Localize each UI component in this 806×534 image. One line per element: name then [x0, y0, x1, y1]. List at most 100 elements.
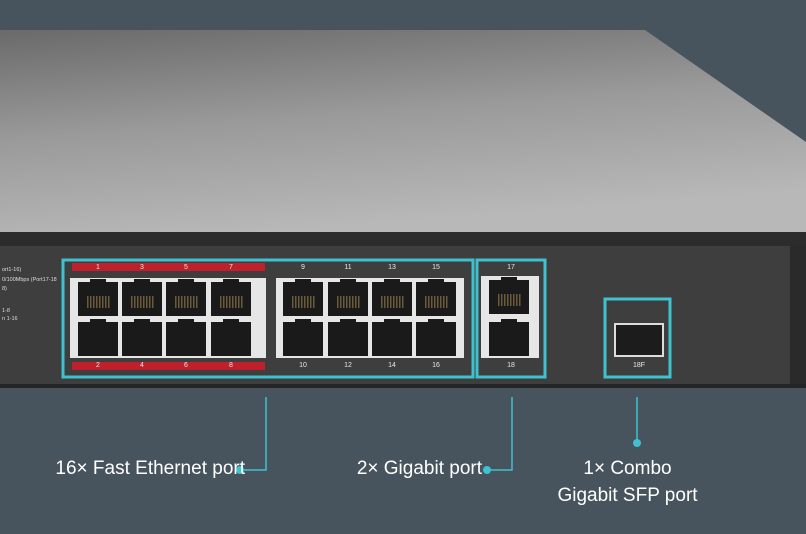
rj45-contact: [301, 296, 303, 308]
rj45-port: [489, 280, 529, 314]
rj45-contact: [343, 296, 345, 308]
rj45-contact: [340, 296, 342, 308]
rj45-port: [122, 322, 162, 356]
rj45-contact: [519, 294, 521, 306]
rj45-port: [211, 322, 251, 356]
rj45-contact: [146, 296, 148, 308]
rj45-port-tab: [134, 279, 150, 283]
port-number: 16: [432, 362, 440, 369]
rj45-port-tab: [428, 319, 444, 323]
rj45-contact: [149, 296, 151, 308]
rj45-contact: [175, 296, 177, 308]
callout-dot: [483, 466, 491, 474]
rj45-contact: [241, 296, 243, 308]
rj45-port-tab: [223, 319, 239, 323]
rj45-contact: [134, 296, 136, 308]
rj45-contact: [235, 296, 237, 308]
rj45-port: [372, 322, 412, 356]
port-number: 3: [140, 264, 144, 271]
rj45-contact: [102, 296, 104, 308]
callout-line-fast-ethernet: [240, 397, 267, 471]
side-text: n 1-16: [2, 316, 18, 322]
rj45-contact: [131, 296, 133, 308]
rj45-port: [166, 282, 206, 316]
rj45-port: [328, 282, 368, 316]
rj45-contact: [437, 296, 439, 308]
port-number: 10: [299, 362, 307, 369]
rj45-contact: [295, 296, 297, 308]
callout-fast-ethernet: 16× Fast Ethernet port: [55, 458, 245, 479]
rj45-contact: [431, 296, 433, 308]
side-text: ort1-16): [2, 267, 22, 273]
switch-top-surface: [0, 30, 806, 234]
port-number: 14: [388, 362, 396, 369]
rj45-contact: [105, 296, 107, 308]
rj45-contact: [143, 296, 145, 308]
side-text: 0/100Mbps (Port17-18: [2, 277, 57, 283]
rj45-contact: [387, 296, 389, 308]
rj45-contact: [178, 296, 180, 308]
rj45-port-tab: [178, 319, 194, 323]
rj45-port: [78, 322, 118, 356]
rj45-contact: [428, 296, 430, 308]
rj45-contact: [307, 296, 309, 308]
rj45-port-tab: [295, 279, 311, 283]
port-number: 5: [184, 264, 188, 271]
callout-line-gigabit: [487, 397, 513, 471]
port-number: 15: [432, 264, 440, 271]
rj45-contact: [187, 296, 189, 308]
rj45-contact: [108, 296, 110, 308]
rj45-port: [78, 282, 118, 316]
rj45-contact: [96, 296, 98, 308]
rj45-contact: [184, 296, 186, 308]
rj45-port-tab: [90, 319, 106, 323]
rj45-contact: [140, 296, 142, 308]
rj45-contact: [292, 296, 294, 308]
rj45-contact: [298, 296, 300, 308]
callout-gigabit: 2× Gigabit port: [356, 458, 482, 479]
side-text: 1-8: [2, 308, 10, 314]
rj45-contact: [399, 296, 401, 308]
rj45-contact: [193, 296, 195, 308]
rj45-contact: [137, 296, 139, 308]
rj45-contact: [440, 296, 442, 308]
rj45-contact: [393, 296, 395, 308]
rj45-contact: [226, 296, 228, 308]
rj45-contact: [510, 294, 512, 306]
rj45-contact: [310, 296, 312, 308]
rj45-contact: [498, 294, 500, 306]
rj45-contact: [87, 296, 89, 308]
rj45-contact: [516, 294, 518, 306]
port-number: 7: [229, 264, 233, 271]
rj45-port-tab: [90, 279, 106, 283]
rj45-port: [166, 322, 206, 356]
rj45-contact: [501, 294, 503, 306]
rj45-contact: [358, 296, 360, 308]
rj45-contact: [229, 296, 231, 308]
switch-front-lip: [0, 232, 806, 246]
rj45-contact: [443, 296, 445, 308]
callout-dot: [236, 466, 244, 474]
rj45-contact: [181, 296, 183, 308]
port-number: 12: [344, 362, 352, 369]
rj45-contact: [402, 296, 404, 308]
rj45-contact: [232, 296, 234, 308]
sfp-highlight: [603, 297, 672, 379]
rj45-contact: [190, 296, 192, 308]
port-number: 9: [301, 264, 305, 271]
rj45-contact: [434, 296, 436, 308]
rj45-port: [122, 282, 162, 316]
port-number: 1: [96, 264, 100, 271]
rj45-contact: [425, 296, 427, 308]
poe-bar-top: [72, 263, 265, 271]
rj45-contact: [220, 296, 222, 308]
fast-ethernet-highlight: [61, 258, 475, 379]
rj45-port: [283, 322, 323, 356]
rj45-contact: [346, 296, 348, 308]
port-number: 6: [184, 362, 188, 369]
rj45-contact: [238, 296, 240, 308]
rj45-contact: [304, 296, 306, 308]
rj45-port-tab: [295, 319, 311, 323]
rj45-port: [416, 322, 456, 356]
rj45-contact: [355, 296, 357, 308]
